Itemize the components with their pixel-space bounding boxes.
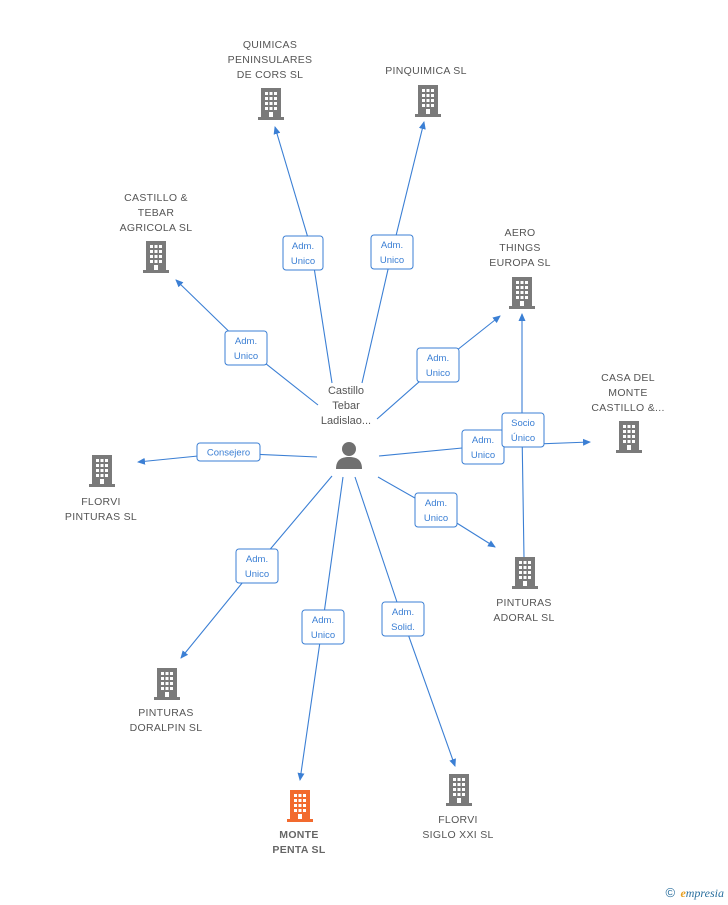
edge-label-text: Adm.: [472, 435, 494, 446]
edge-label-text: Unico: [291, 256, 315, 267]
company-name-castillo-tebar[interactable]: CASTILLO & TEBAR AGRICOLA SL: [119, 192, 193, 234]
building-icon[interactable]: [287, 790, 313, 822]
company-name-aero[interactable]: AERO THINGS EUROPA SL: [489, 227, 551, 269]
edge-label-florvi-siglo[interactable]: Adm. Solid.: [381, 601, 425, 637]
company-name-casa-monte[interactable]: CASA DEL MONTE CASTILLO &...: [591, 372, 665, 414]
building-icon[interactable]: [616, 421, 642, 453]
building-icon[interactable]: [89, 455, 115, 487]
edge-label-castillo-tebar[interactable]: Adm. Unico: [224, 330, 268, 366]
building-icon[interactable]: [512, 557, 538, 589]
edge-label-monte-penta[interactable]: Adm. Unico: [301, 609, 345, 645]
building-icon[interactable]: [415, 85, 441, 117]
edge-label-text: Adm.: [425, 498, 447, 509]
edge-label-text: Único: [511, 433, 535, 444]
edge-label-text: Adm.: [312, 615, 334, 626]
edge-label-text: Solid.: [391, 622, 415, 633]
building-icon[interactable]: [258, 88, 284, 120]
edge-label-text: Adm.: [292, 241, 314, 252]
edge-label-text: Unico: [245, 569, 269, 580]
copyright-icon: ©: [665, 885, 676, 900]
company-name-pinturas-doralpin[interactable]: PINTURAS DORALPIN SL: [129, 707, 203, 734]
edge-label-text: Consejero: [207, 448, 250, 459]
edge-label-text: Unico: [426, 368, 450, 379]
edge-label-text: Adm.: [235, 336, 257, 347]
company-name-monte-penta[interactable]: MONTE PENTA SL: [272, 829, 326, 856]
edge-label-florvi-pinturas[interactable]: Consejero: [196, 442, 261, 462]
edge-label-text: Unico: [234, 351, 258, 362]
company-name-florvi-siglo[interactable]: FLORVI SIGLO XXI SL: [422, 814, 494, 841]
person-icon[interactable]: [336, 442, 362, 469]
edge-label-quimicas[interactable]: Adm. Unico: [282, 235, 324, 271]
building-icon[interactable]: [143, 241, 169, 273]
footer-brand: © empresia: [666, 885, 725, 901]
edge-label-text: Unico: [424, 513, 448, 524]
edge-label-text: Adm.: [381, 240, 403, 251]
edge-label-text: Unico: [311, 630, 335, 641]
edge-label-pinturas-doralpin[interactable]: Adm. Unico: [235, 548, 279, 584]
edge-label-text: Socio: [511, 418, 535, 429]
company-name-florvi-pinturas[interactable]: FLORVI PINTURAS SL: [64, 496, 138, 523]
edge-label-text: Unico: [380, 255, 404, 266]
edge-label-casa-monte[interactable]: Adm. Unico: [461, 429, 505, 465]
edge-label-text: Unico: [471, 450, 495, 461]
edge-label-aero[interactable]: Adm. Unico: [416, 347, 460, 383]
edge-label-pinturas-adoral[interactable]: Adm. Unico: [414, 492, 458, 528]
company-name-pinturas-adoral[interactable]: PINTURAS ADORAL SL: [493, 597, 555, 624]
person-name[interactable]: Castillo Tebar Ladislao...: [320, 385, 372, 427]
edge-label-text: Adm.: [427, 353, 449, 364]
empresia-logo: empresia: [680, 886, 724, 900]
edge-label-text: Adm.: [392, 607, 414, 618]
edge-label-pinquimica[interactable]: Adm. Unico: [370, 234, 414, 270]
company-name-pinquimica[interactable]: PINQUIMICA SL: [385, 65, 467, 77]
company-name-quimicas[interactable]: QUIMICAS PENINSULARES DE CORS SL: [227, 39, 313, 81]
building-icon[interactable]: [154, 668, 180, 700]
edge-label-text: Adm.: [246, 554, 268, 565]
building-icon[interactable]: [446, 774, 472, 806]
building-icon[interactable]: [509, 277, 535, 309]
